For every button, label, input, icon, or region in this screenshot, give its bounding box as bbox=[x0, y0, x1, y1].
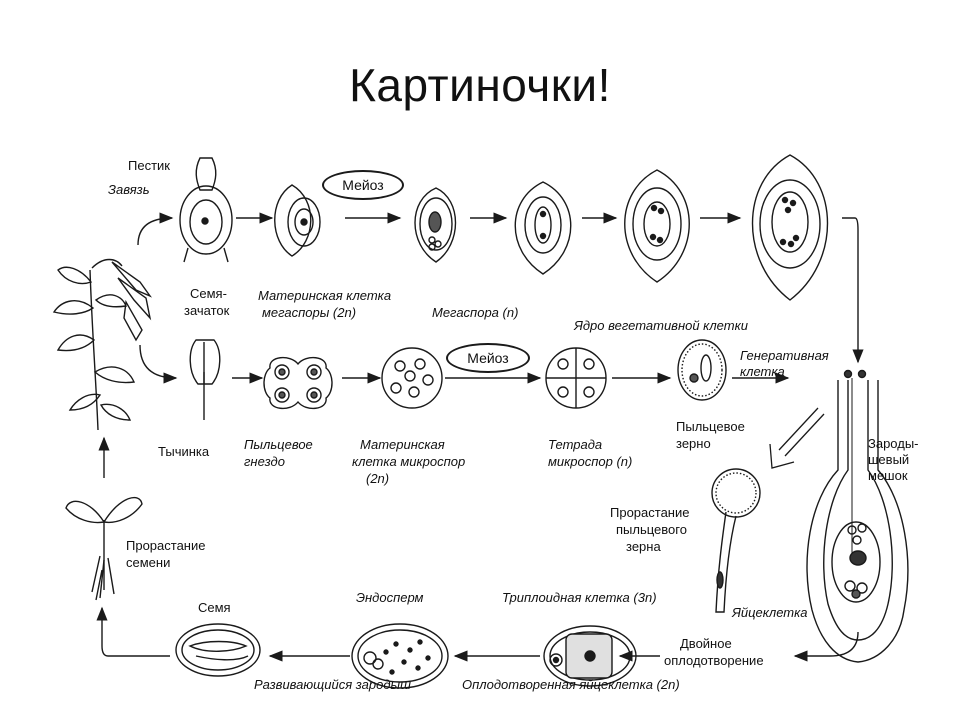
label-embryo-sac-line3: мешок bbox=[868, 468, 908, 483]
label-seed: Семя bbox=[198, 600, 231, 615]
slide-title: Картиночки! bbox=[349, 59, 611, 111]
arrow-top-1 bbox=[137, 212, 174, 246]
hollow-arrow bbox=[769, 407, 825, 469]
label-pollen-grain-line2: зерно bbox=[676, 436, 711, 451]
ovule-stage-3 bbox=[414, 187, 457, 263]
label-ovary: Завязь bbox=[108, 182, 150, 197]
label-pollen-germ-line2: пыльцевого bbox=[616, 522, 687, 537]
label-embryo-sac-line1: Зароды- bbox=[868, 436, 919, 451]
label-pollen-grain-line1: Пыльцевое bbox=[676, 419, 745, 434]
arrow-bottom-1 bbox=[793, 631, 859, 662]
mature-seed bbox=[175, 623, 261, 677]
label-double-fert-line2: оплодотворение bbox=[664, 653, 764, 668]
label-pollen-sac-line1: Пыльцевое bbox=[244, 437, 313, 452]
pistil bbox=[179, 157, 233, 263]
label-ovule-line1: Семя- bbox=[190, 286, 227, 301]
label-egg-cell: Яйцеклетка bbox=[732, 605, 808, 620]
pollen-grain bbox=[677, 339, 727, 401]
label-vegetative-nucleus: Ядро вегетативной клетки bbox=[574, 318, 748, 333]
flowering-plant bbox=[52, 258, 153, 431]
stamen bbox=[189, 339, 221, 420]
arrow-bottom-5 bbox=[96, 606, 170, 657]
label-pollen-germ-line1: Прорастание bbox=[610, 505, 690, 520]
microspore-tetrad bbox=[545, 347, 607, 409]
label-megaspore-mother-line2: мегаспоры (2n) bbox=[262, 305, 357, 320]
label-developing-embryo: Развивающийся зародыш bbox=[254, 677, 411, 692]
label-megaspore-mother-line1: Материнская клетка bbox=[258, 288, 392, 303]
arrow-mid-1 bbox=[139, 344, 178, 384]
arrow-top-down bbox=[842, 217, 864, 364]
label-endosperm: Эндосперм bbox=[356, 590, 424, 605]
label-generative-line2: клетка bbox=[740, 364, 785, 379]
ovule-stage-4 bbox=[514, 181, 572, 275]
label-microspore-mother-line1: Материнская bbox=[360, 437, 445, 452]
meiosis-badge-middle: Мейоз bbox=[446, 343, 530, 373]
label-double-fert-line1: Двойное bbox=[680, 636, 732, 651]
label-embryo-sac-line2: шевый bbox=[868, 452, 910, 467]
label-pollen-sac-line2: гнездо bbox=[244, 454, 285, 469]
label-triploid-cell: Триплоидная клетка (3n) bbox=[502, 590, 657, 605]
germinating-pollen bbox=[711, 468, 761, 613]
label-seed-germ-line1: Прорастание bbox=[126, 538, 206, 553]
label-microspore-mother-line3: (2n) bbox=[366, 471, 390, 486]
microspore-mother-cell bbox=[381, 347, 443, 409]
endosperm-seed bbox=[351, 623, 449, 689]
label-fertilized-egg: Оплодотворенная яйцеклетка (2n) bbox=[462, 677, 680, 692]
pollen-sac bbox=[263, 357, 333, 409]
ovule-stage-2 bbox=[274, 184, 321, 257]
label-pollen-germ-line3: зерна bbox=[626, 539, 661, 554]
pistil-with-pollen-tube bbox=[806, 369, 909, 663]
label-tetrad-line2: микроспор (n) bbox=[548, 454, 633, 469]
label-generative-line1: Генеративная bbox=[740, 348, 829, 363]
label-ovule-line2: зачаток bbox=[184, 303, 230, 318]
label-pistil: Пестик bbox=[128, 158, 170, 173]
label-microspore-mother-line2: клетка микроспор bbox=[352, 454, 466, 469]
fertilized-egg-cell bbox=[543, 625, 637, 687]
label-megaspore: Мегаспора (n) bbox=[432, 305, 519, 320]
seedling bbox=[65, 496, 143, 601]
ovule-stage-5 bbox=[624, 169, 690, 283]
ovule-stage-6 bbox=[751, 154, 829, 301]
label-seed-germ-line2: семени bbox=[126, 555, 171, 570]
meiosis-badge-top: Мейоз bbox=[322, 170, 404, 200]
label-stamen: Тычинка bbox=[158, 444, 210, 459]
label-tetrad-line1: Тетрада bbox=[548, 437, 603, 452]
